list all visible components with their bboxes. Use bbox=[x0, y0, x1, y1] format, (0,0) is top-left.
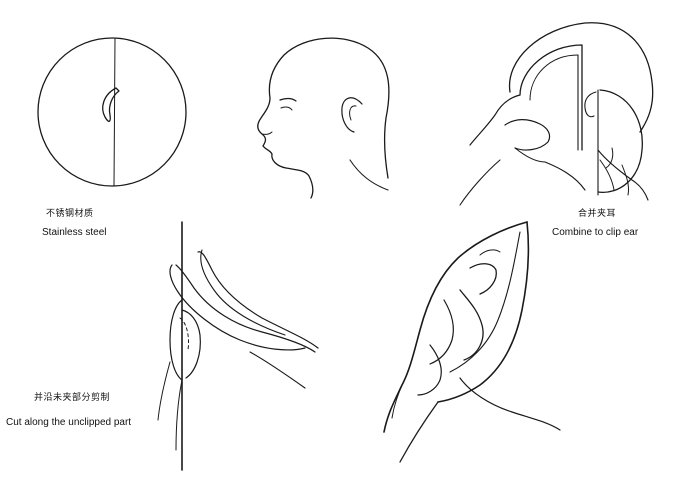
stainless-steel-disc-drawing bbox=[37, 37, 187, 187]
cut-unclipped-drawing bbox=[157, 221, 319, 471]
cut-caption-zh: 并沿未夹部分剪制 bbox=[34, 393, 111, 403]
stainless-caption-en: Stainless steel bbox=[42, 227, 107, 238]
elf-ear-drawing bbox=[383, 221, 561, 463]
combine-clip-ear-drawing bbox=[459, 22, 654, 206]
stainless-caption-zh: 不锈钢材质 bbox=[46, 209, 94, 219]
cut-caption-en: Cut along the unclipped part bbox=[6, 417, 132, 428]
combine-caption-en: Combine to clip ear bbox=[552, 227, 639, 238]
head-profile-drawing bbox=[257, 37, 390, 199]
combine-caption-zh: 合并夹耳 bbox=[578, 209, 617, 219]
